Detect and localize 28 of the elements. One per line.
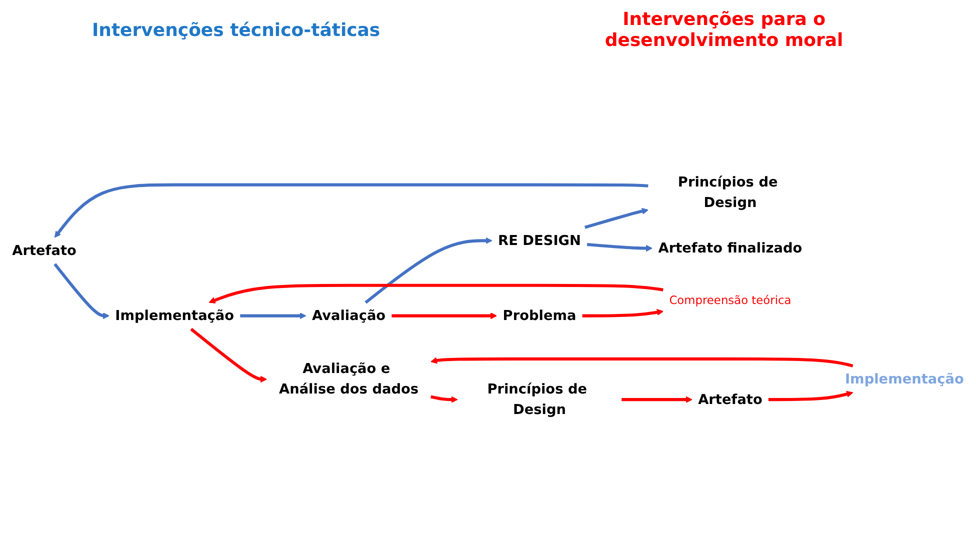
arrow	[190, 328, 268, 383]
node-text: Avaliação	[312, 308, 386, 324]
node-text: Artefato finalizado	[658, 240, 802, 256]
arrow	[208, 284, 664, 304]
node-text: Problema	[502, 308, 576, 324]
node-text: Compreensão teórica	[669, 294, 792, 308]
arrow	[586, 242, 653, 252]
node-text: Artefato	[12, 242, 76, 259]
arrow	[240, 312, 306, 320]
node-text: Artefato	[698, 392, 762, 408]
section-heading: Intervenções técnico-táticas	[92, 20, 380, 40]
arrow	[622, 396, 692, 403]
node-text: Implementação	[115, 308, 234, 324]
arrow	[768, 390, 854, 402]
node-text: Implementação	[844, 371, 964, 388]
arrow	[364, 237, 492, 304]
arrow	[584, 208, 648, 229]
node-text: Avaliação e Análise dos dados	[279, 361, 419, 398]
node-text: Princípios de Design	[487, 381, 588, 418]
arrow	[54, 183, 648, 238]
section-heading: Intervenções para o desenvolvimento moral	[604, 9, 844, 51]
arrow	[54, 263, 110, 320]
arrow	[430, 357, 854, 368]
node-text: RE DESIGN	[498, 232, 581, 249]
node-text: Princípios de Design	[678, 174, 778, 211]
arrow	[582, 308, 664, 318]
arrow	[392, 312, 498, 320]
arrow	[430, 395, 458, 403]
